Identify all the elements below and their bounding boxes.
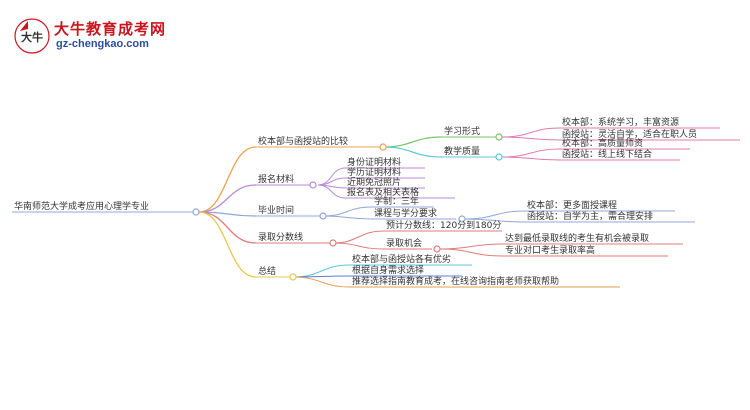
leaf-link xyxy=(317,184,346,199)
branch-3-label: 录取分数线 xyxy=(258,231,303,243)
branch-link xyxy=(198,211,257,278)
branch-4-leaf-0: 校本部与函授站各有优劣 xyxy=(352,253,451,265)
brand-url: gz-chengkao.com xyxy=(56,38,149,50)
leaf-link xyxy=(439,248,504,257)
branch-0-child-0-dot xyxy=(495,133,503,141)
branch-3-child-1-label: 录取机会 xyxy=(386,237,422,249)
branch-0-label: 校本部与函授站的比较 xyxy=(258,135,348,147)
leaf-link xyxy=(464,218,526,223)
branch-1-dot xyxy=(309,181,317,189)
leaf-link xyxy=(501,148,561,158)
branch-0-child-1-leaf-1: 函授站：线上线下结合 xyxy=(562,148,652,160)
sub-link xyxy=(332,230,385,244)
logo-mark-text: 大牛 xyxy=(21,30,43,44)
mind-map-nodes: 华南师范大学成考应用心理学专业 校本部与函授站的比较报名材料毕业时间录取分数线总结… xyxy=(14,116,697,287)
branch-1-leaf-1: 学历证明材料 xyxy=(347,166,401,178)
sub-link xyxy=(382,146,443,158)
branch-0-child-1-dot xyxy=(495,153,503,161)
branch-3-child-0-label: 预计分数线：120分到180分 xyxy=(386,219,501,231)
branch-1-label: 报名材料 xyxy=(258,173,294,185)
branch-2-child-0-label: 学制：三年 xyxy=(374,195,419,207)
branch-4-label: 总结 xyxy=(258,265,276,277)
branch-1-leaf-2: 近期免冠照片 xyxy=(347,176,401,188)
branch-3-child-1-leaf-0: 达到最低录取线的考生有机会被录取 xyxy=(505,232,649,244)
sub-link xyxy=(382,136,443,148)
branch-0-child-0-leaf-0: 校本部：系统学习，丰富资源 xyxy=(562,116,679,128)
branch-2-label: 毕业时间 xyxy=(258,204,294,216)
leaf-link xyxy=(464,210,526,220)
mind-map-links xyxy=(12,127,740,288)
leaf-link xyxy=(501,156,561,161)
branch-2-child-1-dot xyxy=(458,215,466,223)
branch-2-child-1-label: 课程与学分要求 xyxy=(374,207,437,219)
branch-link xyxy=(198,211,257,244)
branch-link xyxy=(198,184,257,213)
branch-2-child-1-leaf-1: 函授站：自学为主，需合理安排 xyxy=(527,210,653,222)
sub-link xyxy=(322,215,373,220)
branch-link xyxy=(198,146,257,213)
branch-2-child-1-leaf-0: 校本部：更多面授课程 xyxy=(527,199,617,211)
branch-4-dot xyxy=(289,273,297,281)
branch-0-child-0-label: 学习形式 xyxy=(444,125,480,137)
sub-link xyxy=(322,206,373,217)
leaf-link xyxy=(317,167,346,186)
leaf-link xyxy=(501,127,561,138)
sub-link xyxy=(332,242,385,250)
branch-0-child-1-leaf-0: 校本部：高质量师资 xyxy=(562,137,643,149)
leaf-link xyxy=(292,264,351,278)
logo-mark-icon: 大牛 xyxy=(14,18,50,54)
branch-2-dot xyxy=(319,212,327,220)
branch-3-child-1-leaf-1: 专业对口考生录取率高 xyxy=(505,244,595,256)
branch-0-dot xyxy=(379,143,387,151)
branch-4-leaf-2: 推荐选择指南教育成考，在线咨询指南老师获取帮助 xyxy=(352,275,559,287)
mind-map-root: 华南师范大学成考应用心理学专业 xyxy=(14,200,149,212)
branch-0-child-1-label: 教学质量 xyxy=(444,145,480,157)
branch-3-dot xyxy=(329,239,337,247)
root-node-dot xyxy=(192,208,200,216)
branch-1-leaf-3: 报名表及相关表格 xyxy=(347,186,419,198)
branch-3-child-1-dot xyxy=(433,245,441,253)
leaf-link xyxy=(292,276,351,288)
branch-0-child-0-leaf-1: 函授站：灵活自学，适合在职人员 xyxy=(562,128,697,140)
branch-4-leaf-1: 根据自身需求选择 xyxy=(352,264,424,276)
leaf-link xyxy=(501,136,561,141)
brand-name: 大牛教育成考网 xyxy=(54,20,167,38)
leaf-link xyxy=(439,243,504,250)
branch-1-leaf-0: 身份证明材料 xyxy=(347,156,401,168)
site-logo[interactable]: 大牛 大牛教育成考网 gz-chengkao.com xyxy=(14,16,194,56)
